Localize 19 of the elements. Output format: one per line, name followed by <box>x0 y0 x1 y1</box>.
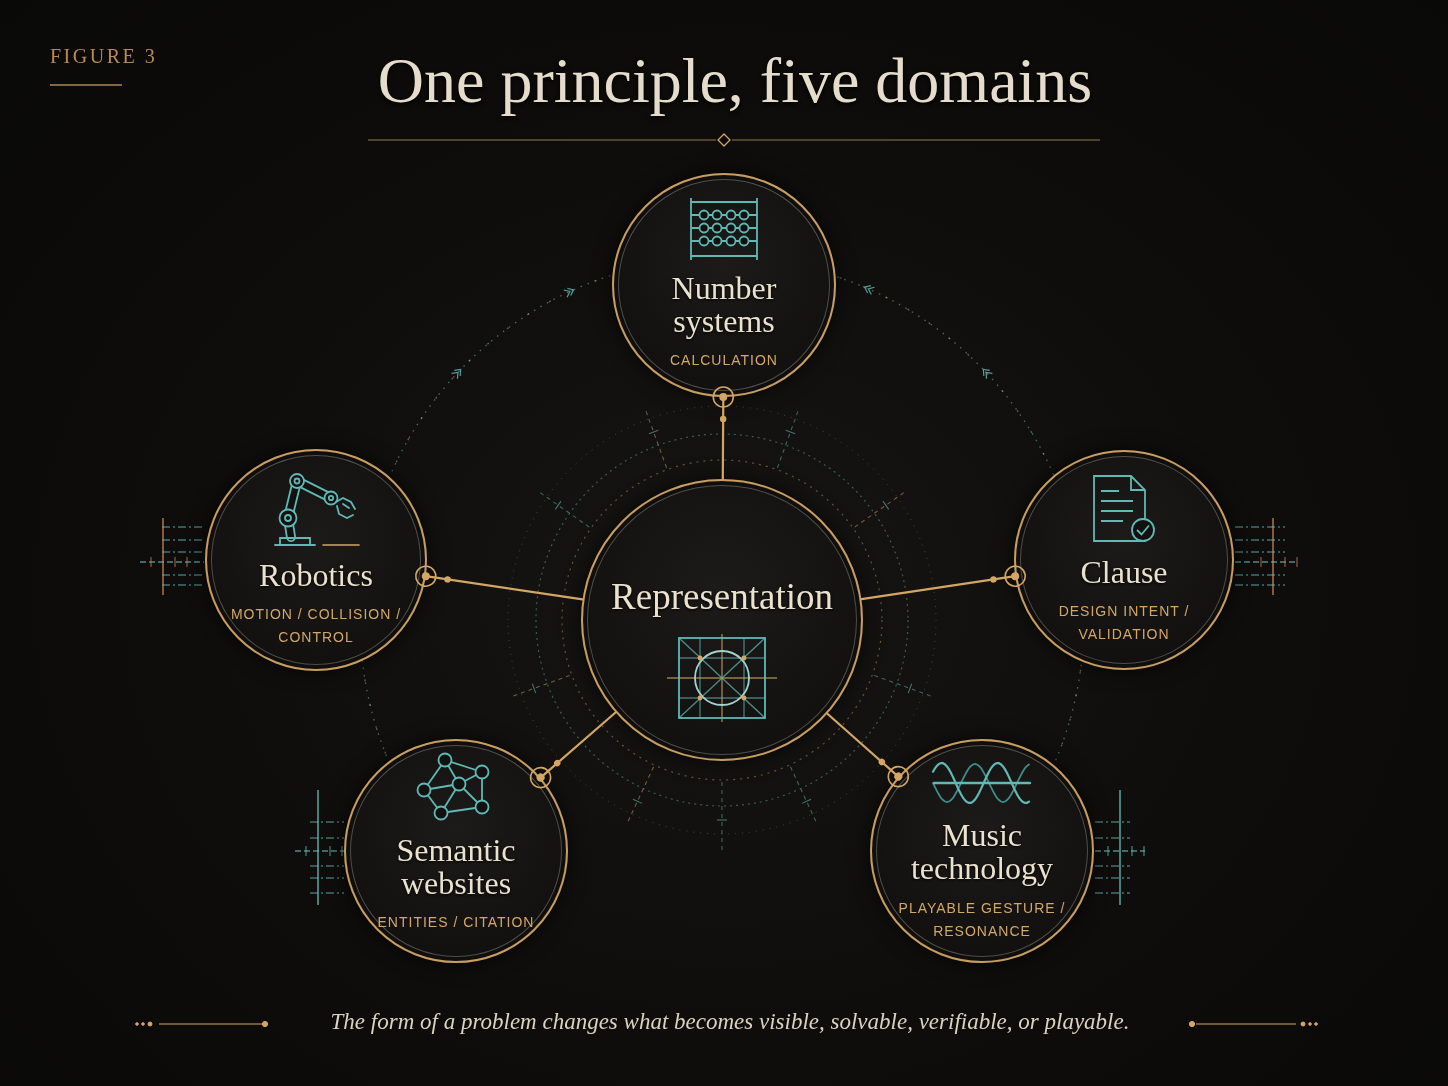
node-subtitle: DESIGN INTENT / VALIDATION <box>1057 602 1191 645</box>
connector <box>529 711 617 789</box>
figure-label: FIGURE 3 <box>50 44 158 68</box>
node-subtitle: ENTITIES / CITATION <box>377 913 535 933</box>
node-subtitle: CALCULATION <box>670 351 778 371</box>
node-title: Semantic websites <box>395 833 517 900</box>
hub-title: Representation <box>611 577 833 617</box>
connector <box>712 386 735 481</box>
title: One principle, five domains <box>377 46 1093 117</box>
node-subtitle: MOTION / COLLISION / CONTROL <box>229 605 403 648</box>
connector <box>415 565 584 601</box>
node-title: Robotics <box>259 558 373 592</box>
node-title: Number systems <box>670 271 778 338</box>
node-title: Music technology <box>909 819 1055 885</box>
connector <box>860 565 1026 601</box>
node-title: Clause <box>1080 555 1168 589</box>
caption: The form of a problem changes what becomes visible, solvable, verifiable, or playable. <box>330 1008 1130 1036</box>
connector <box>826 712 910 788</box>
node-subtitle: PLAYABLE GESTURE / RESONANCE <box>897 898 1067 941</box>
